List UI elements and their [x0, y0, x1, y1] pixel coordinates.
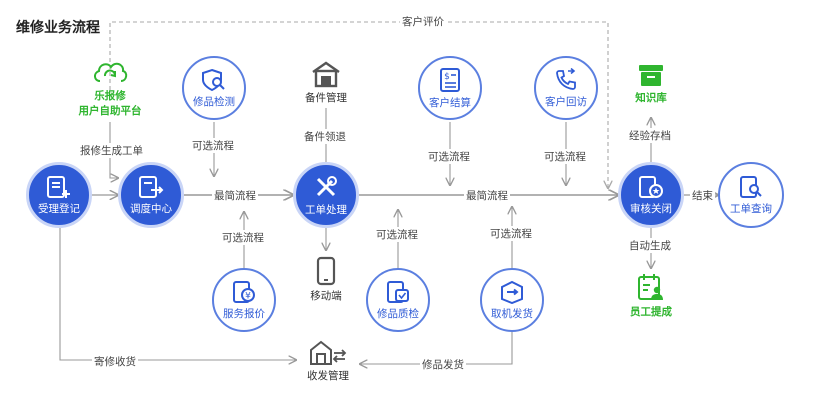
label-jixiu-shouhuo: 寄修收货 — [92, 354, 138, 369]
dispatch-icon — [139, 175, 164, 198]
node-xiupin-zhijian[interactable]: 修品质检 — [366, 268, 430, 332]
edge-lebaoxiu-diaodu — [109, 122, 118, 178]
form-add-icon — [47, 175, 70, 198]
price-icon: ¥ — [233, 280, 255, 303]
label-beijian-lingtui: 备件领退 — [302, 129, 348, 144]
shipping-box-icon — [501, 280, 523, 304]
node-diaodu-zhongxin[interactable]: 调度中心 — [118, 162, 184, 228]
label-xiupin-fahuo: 修品发货 — [420, 357, 466, 372]
label-kexuan-jiesuan: 可选流程 — [426, 149, 472, 164]
node-shouli-dengji[interactable]: 受理登记 — [26, 162, 92, 228]
svg-text:¥: ¥ — [245, 291, 251, 301]
label-kexuan-qufa: 可选流程 — [488, 226, 534, 241]
label-jieshu: 结束 — [690, 188, 715, 203]
label-kexuan-baojia: 可选流程 — [220, 230, 266, 245]
node-yidong-duan[interactable]: 移动端 — [304, 256, 348, 303]
phone-callback-icon — [556, 67, 576, 90]
receive-send-icon — [310, 340, 347, 365]
quality-check-icon — [387, 280, 409, 303]
label-kehu-pingjia: 客户评价 — [400, 14, 446, 29]
node-fuwu-baojia[interactable]: ¥ 服务报价 — [212, 268, 276, 332]
label-zidong-shengcheng: 自动生成 — [627, 238, 673, 253]
node-gongdan-chuli[interactable]: 工单处理 — [293, 162, 359, 228]
cloud-refresh-icon — [94, 62, 128, 82]
employee-calendar-icon — [638, 274, 663, 300]
node-shoufa-guanli[interactable]: 收发管理 — [300, 338, 356, 383]
inspect-shield-icon — [202, 68, 225, 91]
node-kehu-huifang[interactable]: 客户回访 — [534, 56, 598, 120]
review-star-icon — [639, 175, 663, 198]
document-search-icon — [740, 175, 762, 198]
edge-kehu-pingjia — [109, 21, 608, 188]
warehouse-icon — [312, 61, 340, 88]
label-zuijian-2: 最简流程 — [464, 188, 510, 203]
invoice-icon: $ — [440, 67, 460, 92]
node-yuangong-ticheng[interactable]: 员工提成 — [626, 272, 676, 319]
node-beijian-guanli[interactable]: 备件管理 — [298, 60, 354, 105]
tools-icon — [316, 175, 337, 196]
archive-box-icon — [639, 65, 663, 86]
svg-text:$: $ — [444, 72, 450, 82]
node-quji-fahuo[interactable]: 取机发货 — [480, 268, 544, 332]
label-kexuan-jiance: 可选流程 — [190, 138, 236, 153]
label-baoxiu-shengcheng: 报修生成工单 — [78, 143, 145, 158]
mobile-phone-icon — [316, 256, 336, 286]
node-shenhe-guanbi[interactable]: 审核关闭 — [618, 162, 684, 228]
label-kexuan-zhijian: 可选流程 — [374, 227, 420, 242]
page-title: 维修业务流程 — [16, 19, 100, 35]
node-kehu-jiesuan[interactable]: $ 客户结算 — [418, 56, 482, 120]
node-zhishi-ku[interactable]: 知识库 — [628, 62, 674, 105]
label-jiyan-cundang: 经验存档 — [627, 128, 673, 143]
node-lebaoxiu[interactable]: 乐报修 用户自助平台 — [72, 56, 148, 118]
node-xiupin-jiance[interactable]: 修品检测 — [182, 56, 246, 120]
node-gongdan-chaxun[interactable]: 工单查询 — [718, 162, 784, 228]
label-kexuan-huifang: 可选流程 — [542, 149, 588, 164]
label-zuijian-1: 最简流程 — [212, 188, 258, 203]
